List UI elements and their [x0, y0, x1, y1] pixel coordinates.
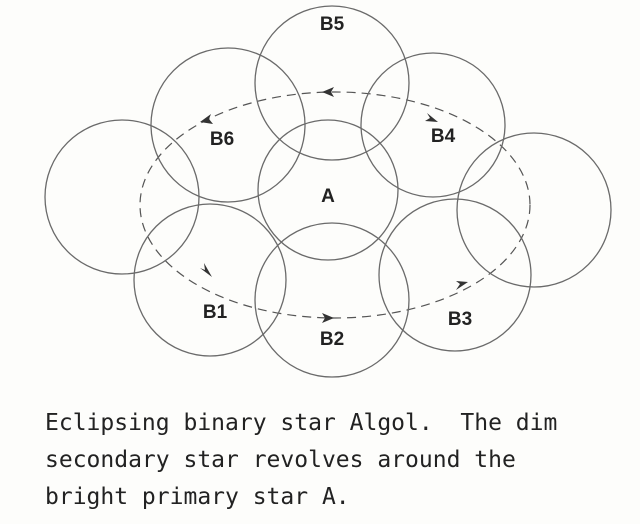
orbit-arrow-icon	[456, 281, 468, 290]
caption-line: Eclipsing binary star Algol. The dim	[45, 410, 558, 436]
caption: Eclipsing binary star Algol. The dim seco…	[45, 405, 557, 516]
secondary-star-b1	[133, 203, 287, 357]
secondary-star-b6	[150, 47, 306, 203]
secondary-star-b4	[360, 52, 506, 198]
secondary-star-left	[44, 119, 200, 275]
orbit-arrow-icon	[322, 313, 334, 323]
primary-star-a	[257, 119, 399, 261]
orbit-arrow-icon	[425, 113, 438, 122]
orbit-path	[139, 91, 531, 319]
label-b3: B3	[448, 309, 472, 330]
label-b6: B6	[210, 129, 234, 150]
label-a: A	[321, 186, 335, 207]
label-b4: B4	[431, 126, 456, 147]
orbit-arrow-icon	[200, 263, 212, 277]
secondary-star-b2	[254, 222, 410, 378]
secondary-star-b5	[254, 5, 410, 161]
label-b2: B2	[320, 329, 344, 350]
secondary-star-b3	[378, 198, 532, 352]
orbit-arrow-icon	[322, 87, 334, 97]
label-b5: B5	[320, 14, 345, 35]
secondary-star-right	[456, 132, 612, 288]
caption-line: bright primary star A.	[45, 484, 350, 510]
label-b1: B1	[203, 302, 228, 323]
orbit-arrow-icon	[200, 114, 213, 124]
caption-line: secondary star revolves around the	[45, 447, 516, 473]
